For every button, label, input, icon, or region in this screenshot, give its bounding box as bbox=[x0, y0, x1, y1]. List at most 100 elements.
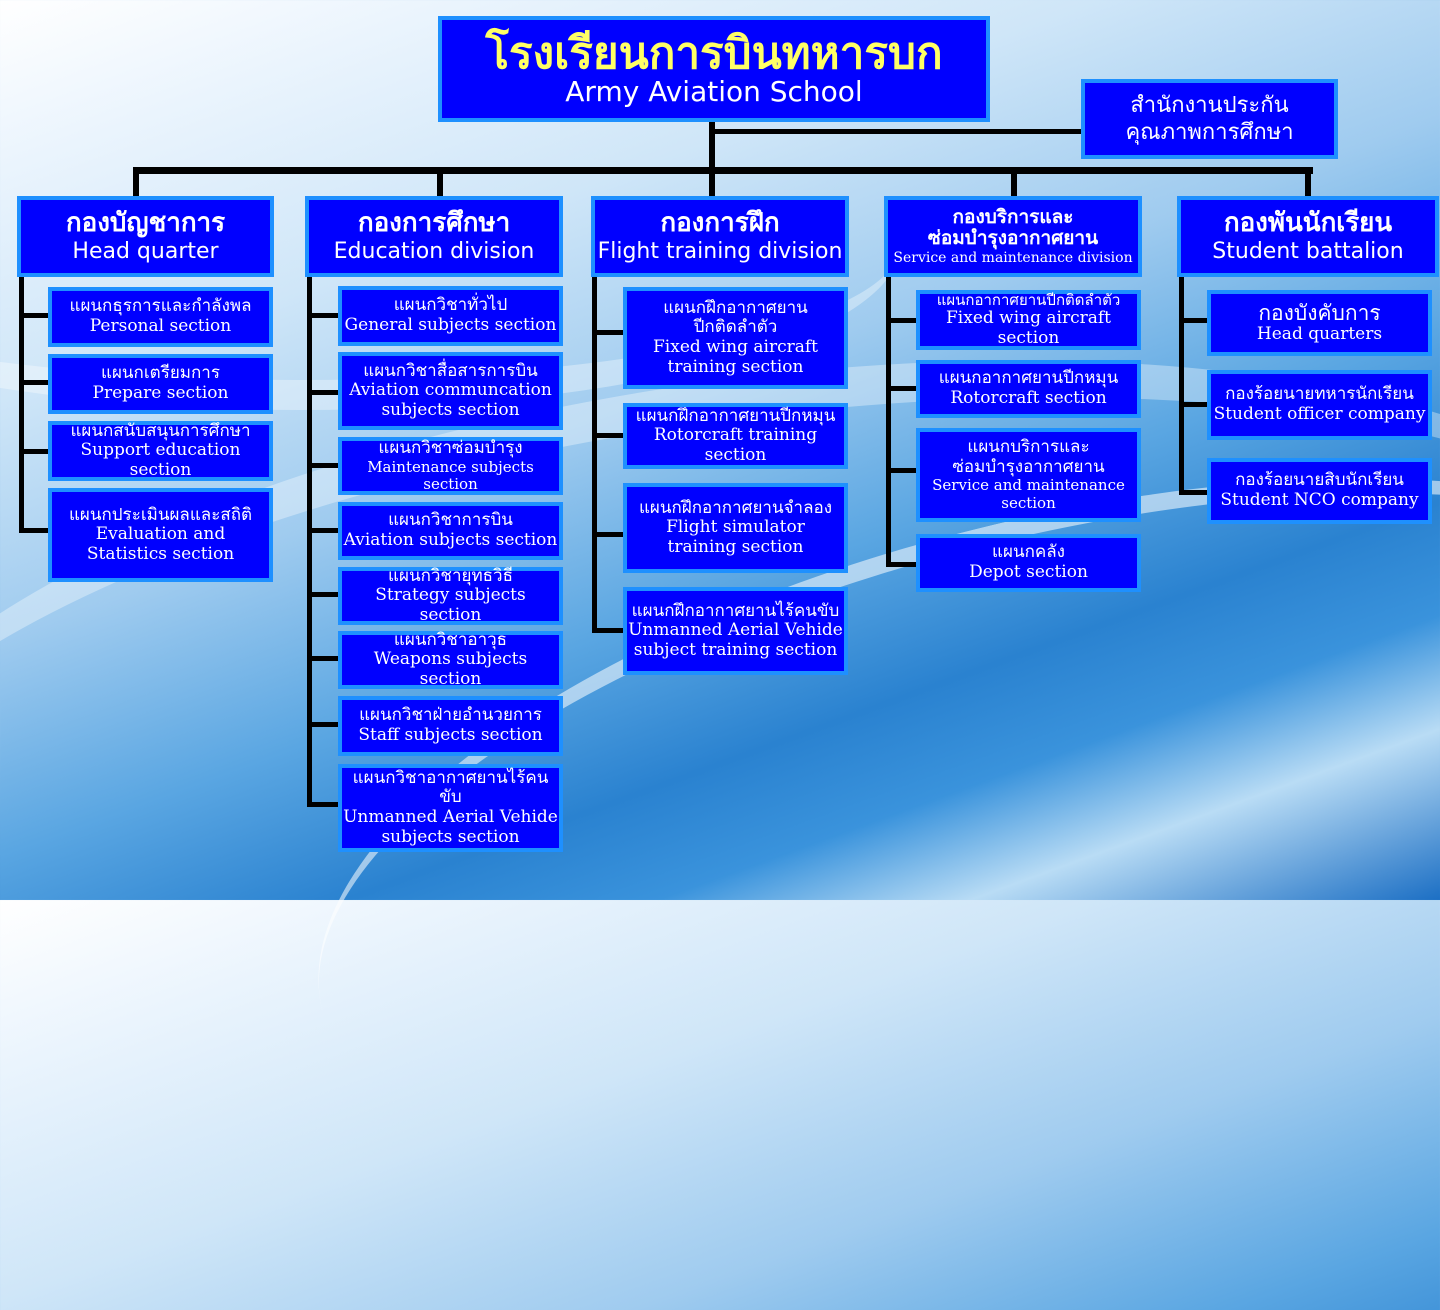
section-thai: แผนกสนับสนุนการศึกษา bbox=[70, 420, 251, 441]
section-english-2: subjects section bbox=[381, 826, 520, 847]
connector-edu-branch bbox=[307, 722, 340, 727]
division-student-box: กองพันนักเรียน Student battalion bbox=[1177, 196, 1439, 277]
school-name-thai: โรงเรียนการบินทหารบก bbox=[485, 27, 943, 79]
section-thai-2: ซ่อมบำรุงอากาศยาน bbox=[952, 456, 1105, 477]
division-hq-thai: กองบัญชาการ bbox=[65, 207, 226, 238]
connector-edu-branch bbox=[307, 528, 340, 533]
section-thai: แผนกอากาศยานปีกหมุน bbox=[938, 368, 1119, 389]
section-thai: แผนกวิชาทั่วไป bbox=[393, 295, 508, 316]
connector-main-bus bbox=[133, 167, 1313, 174]
connector-service-vertical bbox=[886, 275, 891, 567]
connector-drop-edu bbox=[437, 167, 443, 197]
connector-student-vertical bbox=[1179, 275, 1184, 495]
division-edu-english: Education division bbox=[333, 238, 535, 264]
connector-hq-branch bbox=[19, 380, 50, 385]
connector-edu-branch bbox=[307, 313, 340, 318]
section-box: แผนกธุรการและกำลังพล Personal section bbox=[48, 287, 273, 347]
connector-drop-hq bbox=[133, 167, 139, 197]
section-english-2: subjects section bbox=[381, 399, 520, 420]
section-english: Service and maintenance bbox=[932, 476, 1125, 495]
connector-edu-branch bbox=[307, 390, 340, 395]
section-box: กองร้อยนายทหารนักเรียน Student officer c… bbox=[1207, 370, 1432, 440]
section-english: Maintenance subjects section bbox=[367, 457, 534, 493]
section-english: Weapons subjects section bbox=[373, 649, 528, 689]
connector-service-branch bbox=[886, 318, 918, 323]
connector-flight-branch bbox=[592, 433, 625, 438]
section-english: Rotorcraft training section bbox=[653, 425, 818, 465]
division-edu-box: กองการศึกษา Education division bbox=[305, 196, 563, 277]
section-english: Prepare section bbox=[92, 383, 229, 403]
section-box: แผนกฝึกอากาศยานจำลอง Flight simulator tr… bbox=[623, 483, 848, 573]
section-box: แผนกประเมินผลและสถิติ Evaluation and Sta… bbox=[48, 488, 273, 582]
section-box: แผนกวิชาสื่อสารการบิน Aviation communcat… bbox=[338, 352, 563, 430]
section-box: กองบังคับการ Head quarters bbox=[1207, 290, 1432, 356]
division-edu-thai: กองการศึกษา bbox=[357, 207, 511, 238]
connector-flight-vertical bbox=[592, 275, 597, 633]
connector-edu-branch bbox=[307, 592, 340, 597]
connector-hq-branch bbox=[19, 313, 50, 318]
section-box: แผนกอากาศยานปีกหมุน Rotorcraft section bbox=[916, 360, 1141, 418]
section-box: แผนกคลัง Depot section bbox=[916, 534, 1141, 592]
section-thai: กองร้อยนายทหารนักเรียน bbox=[1225, 384, 1414, 405]
division-hq-english: Head quarter bbox=[72, 238, 219, 264]
section-english: Student NCO company bbox=[1220, 490, 1419, 510]
section-thai: แผนกวิชาฝ่ายอำนวยการ bbox=[359, 705, 542, 726]
section-english-2: training section bbox=[667, 536, 804, 557]
connector-student-branch bbox=[1179, 318, 1208, 323]
section-english: Flight simulator bbox=[666, 517, 805, 538]
section-thai: แผนกฝึกอากาศยานปีกหมุน bbox=[635, 405, 836, 426]
section-thai: แผนกฝึกอากาศยานไร้คนขับ bbox=[631, 600, 840, 621]
connector-student-branch bbox=[1179, 490, 1208, 495]
qa-office-line2: คุณภาพการศึกษา bbox=[1125, 120, 1294, 145]
section-thai: แผนกวิชาอากาศยานไร้คนขับ bbox=[352, 767, 549, 808]
section-box: แผนกอากาศยานปีกติดลำตัว Fixed wing aircr… bbox=[916, 290, 1141, 350]
division-student-thai: กองพันนักเรียน bbox=[1223, 207, 1393, 238]
section-box: แผนกฝึกอากาศยาน ปีกติดลำตัว Fixed wing a… bbox=[623, 287, 848, 389]
section-box: แผนกฝึกอากาศยานปีกหมุน Rotorcraft traini… bbox=[623, 403, 848, 469]
connector-drop-student bbox=[1305, 167, 1311, 197]
division-service-english: Service and maintenance division bbox=[893, 250, 1133, 267]
section-box: แผนกวิชาฝ่ายอำนวยการ Staff subjects sect… bbox=[338, 696, 563, 756]
division-flight-english: Flight training division bbox=[597, 238, 843, 264]
section-thai-2: ปีกติดลำตัว bbox=[693, 317, 778, 338]
section-thai: แผนกอากาศยานปีกติดลำตัว bbox=[936, 290, 1121, 309]
section-english: Evaluation and bbox=[95, 524, 226, 545]
section-english: Aviation subjects section bbox=[343, 530, 558, 550]
section-thai: กองร้อยนายสิบนักเรียน bbox=[1235, 470, 1404, 491]
section-box: แผนกวิชาอากาศยานไร้คนขับ Unmanned Aerial… bbox=[338, 764, 563, 852]
division-flight-box: กองการฝึก Flight training division bbox=[591, 196, 849, 277]
section-thai: แผนกเตรียมการ bbox=[101, 363, 220, 384]
division-flight-thai: กองการฝึก bbox=[660, 207, 780, 238]
section-thai: แผนกวิชาการบิน bbox=[388, 510, 513, 531]
section-thai: แผนกวิชายุทธวิธี bbox=[388, 565, 513, 586]
section-thai: แผนกฝึกอากาศยานจำลอง bbox=[638, 497, 833, 518]
section-thai: แผนกบริการและ bbox=[967, 437, 1090, 458]
division-service-thai-2: ซ่อมบำรุงอากาศยาน bbox=[927, 227, 1099, 250]
connector-flight-branch bbox=[592, 628, 625, 633]
connector-hq-branch bbox=[19, 449, 50, 454]
division-service-thai: กองบริการและ bbox=[952, 205, 1074, 228]
section-box: แผนกวิชาซ่อมบำรุง Maintenance subjects s… bbox=[338, 437, 563, 495]
section-thai: แผนกวิชาสื่อสารการบิน bbox=[363, 360, 538, 381]
division-student-english: Student battalion bbox=[1212, 238, 1404, 264]
section-thai: แผนกคลัง bbox=[992, 542, 1065, 563]
qa-office-line1: สำนักงานประกัน bbox=[1130, 92, 1289, 118]
section-english: Unmanned Aerial Vehide bbox=[343, 807, 558, 827]
section-english: Head quarters bbox=[1256, 324, 1383, 345]
section-thai: แผนกฝึกอากาศยาน bbox=[663, 297, 808, 318]
connector-edu-branch bbox=[307, 802, 340, 807]
section-thai: แผนกวิชาซ่อมบำรุง bbox=[378, 437, 523, 458]
section-english: Support education section bbox=[80, 440, 241, 480]
connector-service-branch bbox=[886, 562, 918, 567]
section-english: Strategy subjects section bbox=[375, 585, 526, 625]
section-thai: แผนกธุรการและกำลังพล bbox=[69, 296, 252, 317]
section-english: Fixed wing aircraft section bbox=[946, 308, 1111, 348]
section-thai: กองบังคับการ bbox=[1258, 301, 1381, 326]
section-english: Unmanned Aerial Vehide bbox=[628, 620, 843, 641]
section-box: แผนกวิชาอาวุธ Weapons subjects section bbox=[338, 630, 563, 689]
qa-office-box: สำนักงานประกัน คุณภาพการศึกษา bbox=[1081, 79, 1338, 159]
connector-edu-branch bbox=[307, 463, 340, 468]
section-english: Aviation communcation bbox=[349, 380, 552, 401]
division-hq-box: กองบัญชาการ Head quarter bbox=[17, 196, 274, 277]
connector-edu-vertical bbox=[307, 275, 312, 807]
